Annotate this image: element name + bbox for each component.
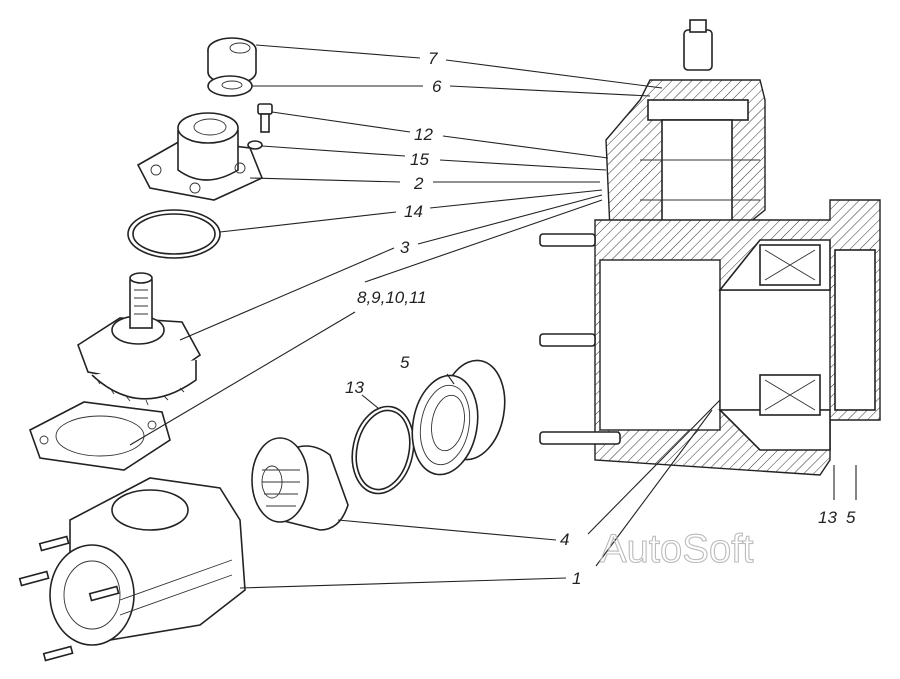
- callout-13-left: 13: [345, 378, 364, 397]
- callout-1: 1: [572, 569, 581, 588]
- callout-4: 4: [560, 530, 569, 549]
- part-2-cover: [136, 112, 264, 201]
- part-4-bevel-gear: [251, 437, 349, 531]
- part-5-bearing-cup: [411, 359, 506, 476]
- part-6-washer: [207, 75, 253, 97]
- assembly-cross-section: [539, 19, 881, 476]
- callout-5-right: 5: [846, 508, 856, 527]
- callout-7: 7: [428, 49, 438, 68]
- callout-12: 12: [414, 125, 433, 144]
- part-15-washer: [247, 140, 263, 150]
- part-1-housing: [18, 477, 246, 662]
- callout-13-right: 13: [818, 508, 837, 527]
- callout-2: 2: [413, 174, 424, 193]
- callout-labels: 7 6 12 15 2 14 3 8,9,10,11 13 5 4 1 13 5: [345, 49, 856, 588]
- callout-15: 15: [410, 150, 429, 169]
- callout-5-left: 5: [400, 353, 410, 372]
- part-13-ring: [351, 405, 415, 495]
- callout-3: 3: [400, 238, 410, 257]
- part-3-gear-shaft: [77, 272, 202, 406]
- callout-8-9-10-11: 8,9,10,11: [357, 288, 427, 307]
- callout-6: 6: [432, 77, 442, 96]
- callout-14: 14: [404, 202, 423, 221]
- part-12-bolt: [257, 103, 273, 133]
- watermark: AutoSoft: [600, 527, 753, 571]
- leader-lines: [129, 44, 857, 589]
- part-14-o-ring: [127, 209, 221, 259]
- part-8-11-gasket: [29, 401, 171, 471]
